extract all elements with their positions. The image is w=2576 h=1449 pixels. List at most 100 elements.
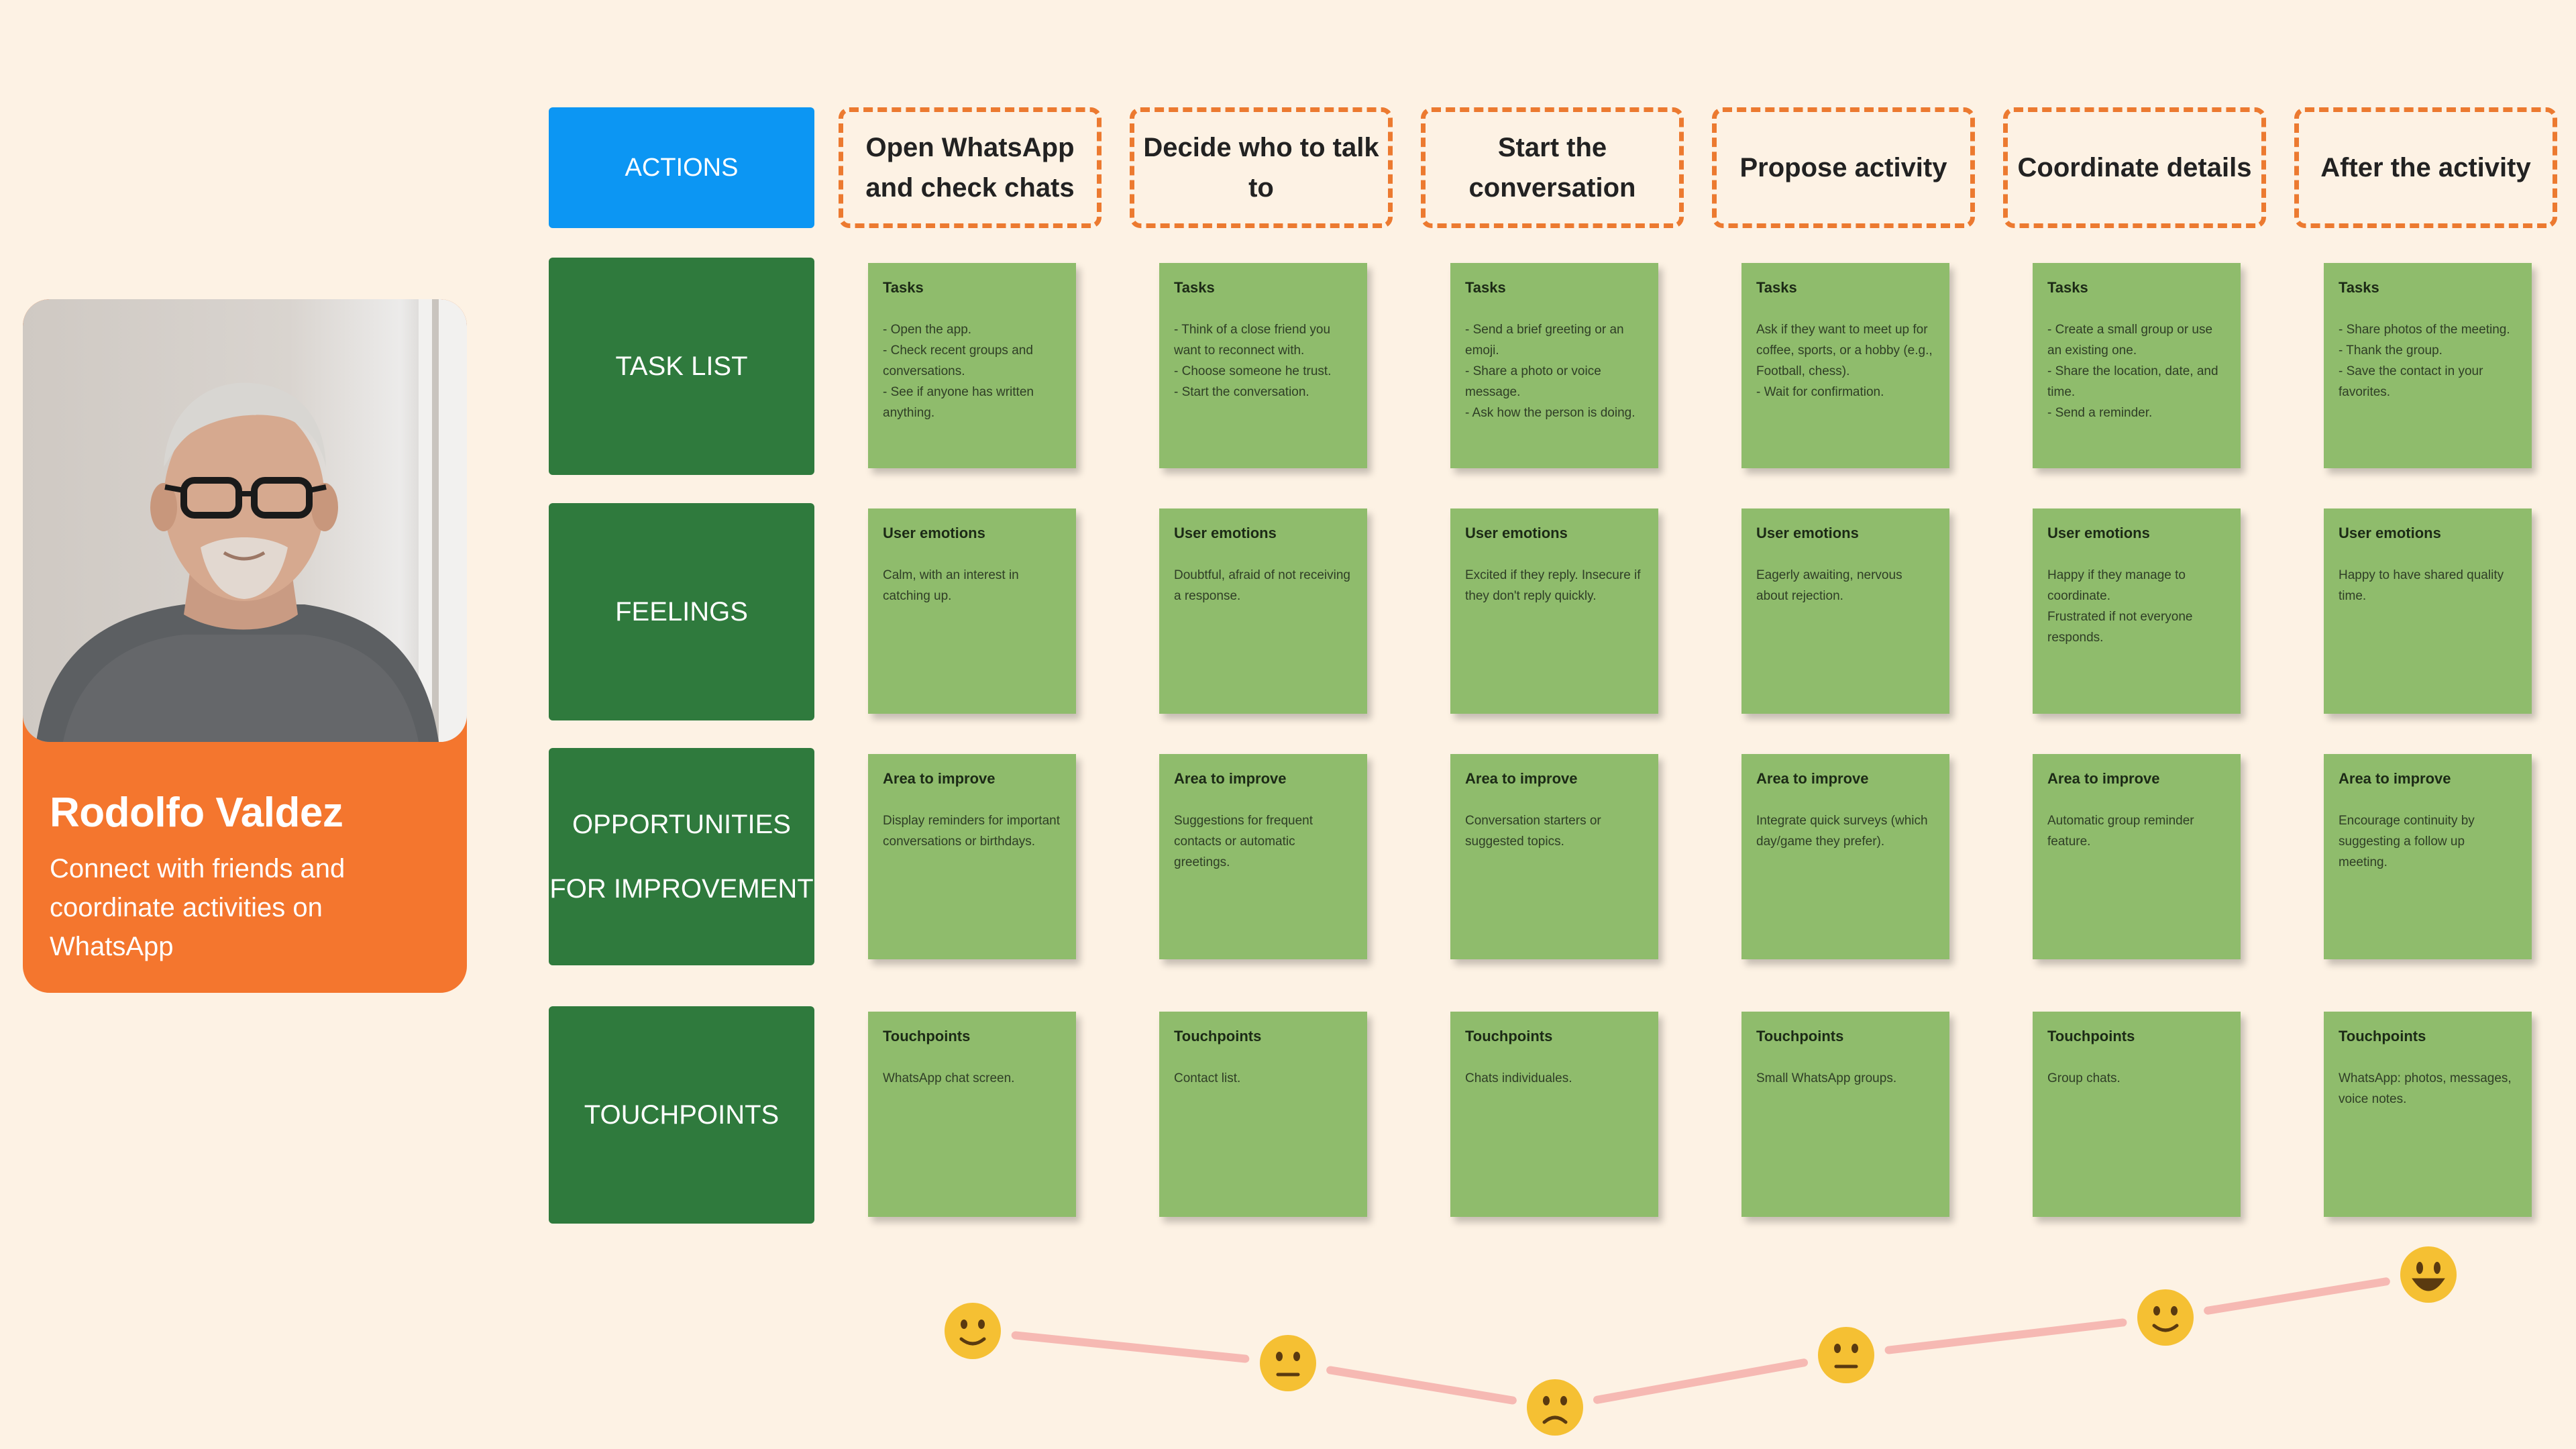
note-body: - Create a small group or use an existin…: [2047, 323, 2218, 420]
note-title: Area to improve: [883, 770, 996, 787]
row-label-actions: ACTIONS: [549, 107, 814, 228]
note-body: WhatsApp chat screen.: [883, 1071, 1015, 1085]
note-title: Tasks: [883, 279, 924, 296]
note-body: WhatsApp: photos, messages, voice notes.: [2339, 1071, 2512, 1106]
note-body: Calm, with an interest in catching up.: [883, 568, 1019, 603]
note-title: Touchpoints: [1465, 1028, 1553, 1044]
row-label-feelings: FEELINGS: [549, 503, 814, 720]
task-note-5: Tasks - Create a small group or use an ex…: [2033, 263, 2241, 468]
note-title: User emotions: [1174, 525, 1277, 541]
note-title: Tasks: [1756, 279, 1797, 296]
note-title: Area to improve: [1756, 770, 1869, 787]
happy-face-icon: [945, 1303, 1001, 1359]
happy-face-icon: [2137, 1289, 2194, 1346]
persona-description: Connect with friends and coordinate acti…: [50, 854, 345, 961]
note-title: Area to improve: [1465, 770, 1578, 787]
row-label-opportunities: OPPORTUNITIES FOR IMPROVEMENT: [549, 748, 814, 965]
note-body: Display reminders for important conversa…: [883, 814, 1060, 849]
note-title: Touchpoints: [1756, 1028, 1844, 1044]
note-body: Small WhatsApp groups.: [1756, 1071, 1897, 1085]
note-body: Group chats.: [2047, 1071, 2121, 1085]
note-body: Happy to have shared quality time.: [2339, 568, 2504, 603]
note-body: - Send a brief greeting or an emoji. - S…: [1465, 323, 1635, 420]
emotion-curve-segment: [1011, 1331, 1250, 1363]
note-body: Contact list.: [1174, 1071, 1241, 1085]
neutral-face-icon: [1818, 1327, 1874, 1383]
note-title: User emotions: [1756, 525, 1859, 541]
emotion-curve-segment: [1593, 1358, 1809, 1404]
persona-photo: [23, 299, 467, 742]
row-label-task-list: TASK LIST: [549, 258, 814, 475]
stage-header-4: Propose activity: [1712, 107, 1975, 228]
note-title: Area to improve: [1174, 770, 1287, 787]
note-body: - Think of a close friend you want to re…: [1174, 323, 1332, 399]
note-title: Tasks: [1174, 279, 1215, 296]
note-body: Happy if they manage to coordinate. Frus…: [2047, 568, 2193, 645]
note-title: User emotions: [2339, 525, 2441, 541]
emotion-curve-segment: [1884, 1318, 2127, 1354]
neutral-face-icon: [1260, 1335, 1316, 1391]
emotion-curve-segment: [1326, 1366, 1517, 1405]
row-label-touchpoints: TOUCHPOINTS: [549, 1006, 814, 1224]
note-title: User emotions: [1465, 525, 1568, 541]
note-title: Tasks: [1465, 279, 1506, 296]
note-title: Touchpoints: [2339, 1028, 2426, 1044]
note-body: Automatic group reminder feature.: [2047, 814, 2194, 849]
very-happy-face-icon: [2400, 1246, 2457, 1303]
task-note-3: Tasks - Send a brief greeting or an emoji…: [1450, 263, 1658, 468]
note-body: Doubtful, afraid of not receiving a resp…: [1174, 568, 1350, 603]
stage-header-6: After the activity: [2294, 107, 2557, 228]
note-body: - Share photos of the meeting. - Thank t…: [2339, 323, 2510, 399]
note-body: Conversation starters or suggested topic…: [1465, 814, 1601, 849]
note-body: Ask if they want to meet up for coffee, …: [1756, 323, 1933, 399]
note-title: Touchpoints: [883, 1028, 971, 1044]
note-title: Touchpoints: [1174, 1028, 1262, 1044]
stage-header-5: Coordinate details: [2003, 107, 2266, 228]
note-title: User emotions: [2047, 525, 2150, 541]
sad-face-icon: [1527, 1379, 1583, 1436]
persona-card: Rodolfo Valdez Connect with friends and …: [23, 299, 467, 993]
note-body: Suggestions for frequent contacts or aut…: [1174, 814, 1313, 869]
note-body: Eagerly awaiting, nervous about rejectio…: [1756, 568, 1902, 603]
note-title: Area to improve: [2047, 770, 2160, 787]
note-title: Tasks: [2047, 279, 2088, 296]
stage-header-2: Decide who to talk to: [1130, 107, 1393, 228]
note-body: Encourage continuity by suggesting a fol…: [2339, 814, 2475, 869]
task-note-2: Tasks - Think of a close friend you want …: [1159, 263, 1367, 468]
note-body: Integrate quick surveys (which day/game …: [1756, 814, 1928, 849]
note-title: Area to improve: [2339, 770, 2451, 787]
avatar: [36, 299, 467, 742]
note-title: User emotions: [883, 525, 985, 541]
stage-header-1: Open WhatsApp and check chats: [839, 107, 1102, 228]
stage-header-3: Start the conversation: [1421, 107, 1684, 228]
note-body: Chats individuales.: [1465, 1071, 1572, 1085]
task-note-1: Tasks - Open the app. - Check recent grou…: [868, 263, 1076, 468]
note-title: Tasks: [2339, 279, 2379, 296]
note-title: Touchpoints: [2047, 1028, 2135, 1044]
note-body: - Open the app. - Check recent groups an…: [883, 323, 1034, 420]
task-note-6: Tasks - Share photos of the meeting. - Th…: [2324, 263, 2532, 468]
note-body: Excited if they reply. Insecure if they …: [1465, 568, 1641, 603]
persona-name: Rodolfo Valdez: [50, 790, 343, 836]
emotion-curve-segment: [2204, 1277, 2390, 1315]
